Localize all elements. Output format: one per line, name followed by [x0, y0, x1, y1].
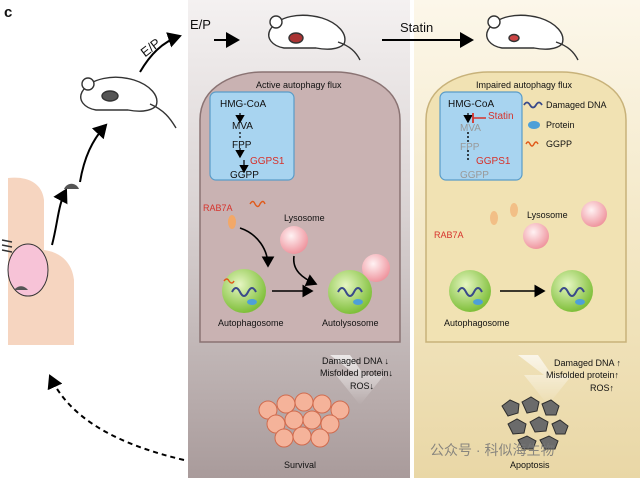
right-title: Impaired autophagy flux	[476, 80, 573, 90]
left-autophagosome	[222, 269, 266, 313]
panel-letter: c	[4, 4, 13, 21]
left-autophagosome-label: Autophagosome	[218, 318, 284, 328]
left-effect-ros: ROS↓	[350, 381, 375, 391]
left-mva: MVA	[232, 121, 253, 132]
dashed-return-arrow	[47, 374, 185, 461]
apoptosis-cells	[501, 396, 569, 450]
arrow-ep-diagonal	[139, 32, 182, 73]
legend-dna-label: Damaged DNA	[546, 100, 607, 110]
small-tumor-icon	[64, 183, 79, 189]
arrow-tumor-to-mouse	[79, 123, 108, 183]
right-effect-protein: Misfolded protein↑	[546, 370, 620, 380]
right-ggpp: GGPP	[460, 170, 489, 181]
watermark: 公众号 · 科似海生物	[430, 442, 555, 458]
legend-dna-icon	[523, 101, 543, 109]
left-ggps1: GGPS1	[250, 156, 285, 167]
label-statin: Statin	[400, 20, 434, 35]
legend-protein-label: Protein	[546, 120, 575, 130]
legend-ggpp-icon	[525, 141, 539, 147]
human-silhouette	[1, 177, 74, 345]
left-pathway-box	[209, 91, 295, 181]
legend-ggpp-label: GGPP	[546, 139, 573, 149]
left-effect-dna: Damaged DNA ↓	[322, 356, 390, 366]
right-pathway-box	[439, 91, 523, 181]
right-mva: MVA	[460, 123, 481, 134]
mouse-right	[486, 14, 579, 61]
left-ggpp: GGPP	[230, 170, 259, 181]
left-autolysosome	[328, 270, 372, 314]
left-lysosome-label: Lysosome	[284, 213, 325, 223]
left-lysosome	[280, 226, 308, 254]
mouse-middle	[268, 14, 361, 61]
mouse-left	[80, 76, 177, 129]
right-autophagosome-2	[551, 270, 593, 312]
survival-cells	[258, 392, 350, 448]
right-statin-label: Statin	[488, 111, 514, 122]
right-fpp: FPP	[460, 142, 480, 153]
left-title: Active autophagy flux	[256, 80, 342, 90]
left-hmgcoa: HMG-CoA	[220, 99, 267, 110]
left-rab7a: RAB7A	[203, 203, 233, 213]
right-ggps1: GGPS1	[476, 156, 511, 167]
legend-protein-icon	[528, 121, 540, 129]
right-hmgcoa: HMG-CoA	[448, 99, 495, 110]
right-lysosome-label: Lysosome	[527, 210, 568, 220]
left-effect-protein: Misfolded protein↓	[320, 368, 394, 378]
label-ep-top: E/P	[190, 17, 211, 32]
right-lysosome-2	[523, 223, 549, 249]
left-autolysosome-label: Autolysosome	[322, 318, 379, 328]
right-effect-dna: Damaged DNA ↑	[554, 358, 622, 368]
right-rab7a: RAB7A	[434, 230, 464, 240]
right-autophagosome-label: Autophagosome	[444, 318, 510, 328]
right-outcome: Apoptosis	[510, 460, 550, 470]
right-autophagosome	[449, 270, 491, 312]
right-effect-ros: ROS↑	[590, 383, 615, 393]
left-autolysosome-lyso	[362, 254, 390, 282]
right-lysosome-1	[581, 201, 607, 227]
left-outcome: Survival	[284, 460, 317, 470]
left-fpp: FPP	[232, 140, 252, 151]
arrow-lung-to-tumor	[51, 188, 68, 246]
